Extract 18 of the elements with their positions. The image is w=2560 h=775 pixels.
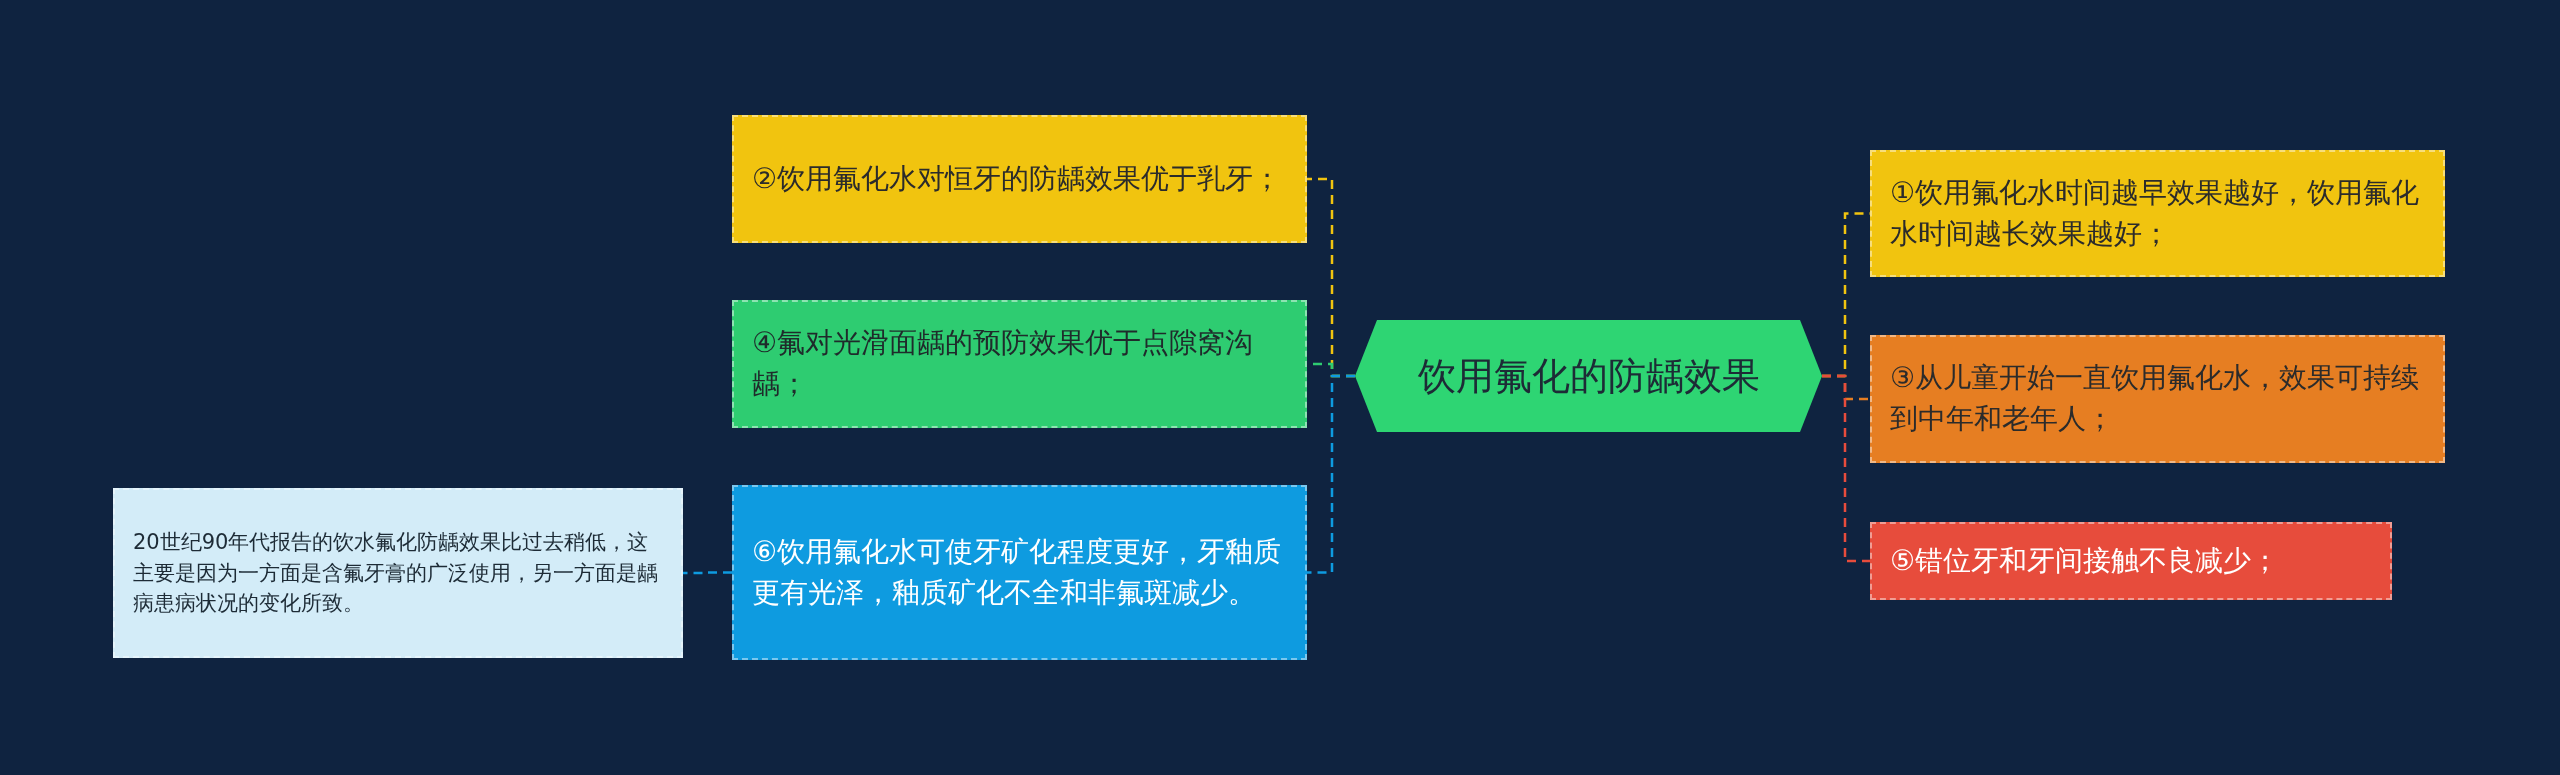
topic-text: ⑥饮用氟化水可使牙矿化程度更好，牙釉质更有光泽，釉质矿化不全和非氟斑减少。	[752, 533, 1283, 611]
note-box	[113, 488, 683, 658]
topic-box	[732, 485, 1307, 660]
topic-text: ②饮用氟化水对恒牙的防龋效果优于乳牙；	[752, 160, 1282, 197]
topic-text: 20世纪90年代报告的饮水氟化防龋效果比过去稍低，这主要是因为一方面是含氟牙膏的广泛使用，另一方面是龋病患病状况的变化所致。	[133, 529, 659, 618]
topic-text: ④氟对光滑面龋的预防效果优于点隙窝沟龋；	[752, 325, 1255, 402]
topic-box	[1870, 522, 2392, 600]
topic-box	[732, 300, 1307, 428]
topic-text: ③从儿童开始一直饮用氟化水，效果可持续到中年和老年人；	[1890, 360, 2421, 437]
topic-box	[1870, 150, 2445, 277]
topic-box	[1870, 335, 2445, 463]
connector-line	[683, 571, 732, 575]
topic-text: ①饮用氟化水时间越早效果越好，饮用氟化水时间越长效果越好；	[1890, 174, 2421, 252]
central-topic-text: 饮用氟化的防龋效果	[1417, 352, 1760, 400]
topic-text: ⑤错位牙和牙间接触不良减少；	[1890, 542, 2280, 579]
connector-line	[1307, 374, 1355, 574]
connector-line	[1822, 374, 1870, 563]
topic-box	[732, 115, 1307, 243]
